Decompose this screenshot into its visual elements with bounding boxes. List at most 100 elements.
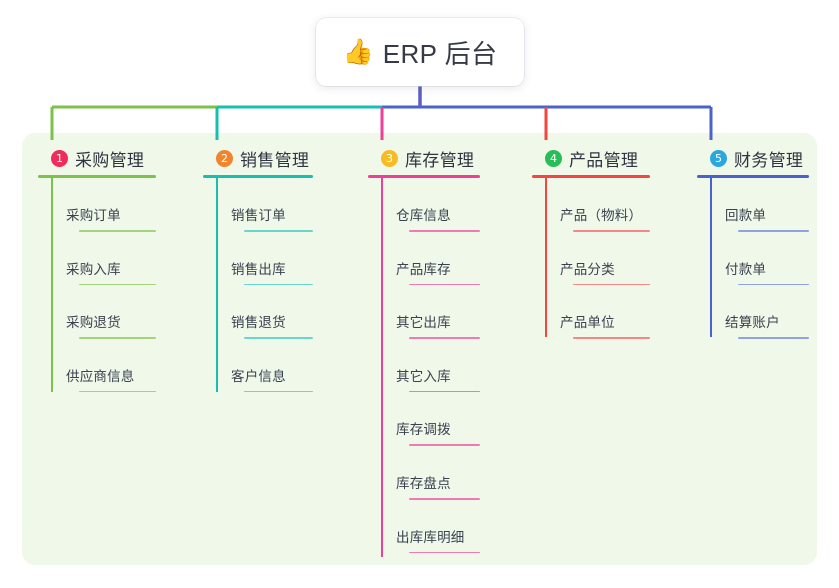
- branch-underline: [38, 175, 156, 178]
- leaf-underline: [738, 230, 809, 232]
- leaf-underline: [409, 230, 480, 232]
- branch-number-badge: 3: [381, 149, 398, 167]
- leaf-label: 采购订单: [66, 208, 121, 223]
- leaf-underline: [409, 551, 480, 554]
- branch-title-label: 采购管理: [75, 150, 145, 170]
- branch-leaf-list: 产品（物料） 产品分类产品单位: [532, 178, 650, 339]
- leaf-item[interactable]: 产品（物料）: [532, 178, 650, 232]
- leaf-item[interactable]: 仓库信息: [368, 178, 480, 232]
- branch-underline: [368, 175, 480, 178]
- leaf-item[interactable]: 库存盘点: [368, 446, 480, 500]
- branch-leaf-list: 采购订单采购入库采购退货供应商信息: [38, 178, 156, 393]
- connector-group: [50, 86, 713, 140]
- leaf-underline: [79, 230, 156, 232]
- leaf-item[interactable]: 销售订单: [203, 178, 313, 232]
- leaf-underline: [409, 283, 480, 286]
- branch-column-2[interactable]: 2 销售管理销售订单销售出库销售退货客户信息: [203, 146, 313, 393]
- leaf-item[interactable]: 供应商信息: [38, 339, 156, 393]
- leaf-label: 采购退货: [66, 315, 121, 331]
- branch-header-4[interactable]: 4 产品管理: [532, 146, 650, 170]
- leaf-item[interactable]: 库存调拨: [368, 392, 480, 446]
- branch-spine: [381, 178, 383, 557]
- leaf-item[interactable]: 采购退货: [38, 285, 156, 339]
- leaf-item[interactable]: 产品分类: [532, 232, 650, 286]
- branch-leaf-list: 回款单付款单结算账户: [697, 178, 809, 339]
- branch-column-3[interactable]: 3 库存管理仓库信息产品库存其它出库其它入库库存调拨库存盘点出库库明细: [368, 146, 480, 557]
- branch-underline: [532, 175, 650, 178]
- leaf-item[interactable]: 采购订单: [38, 178, 156, 232]
- leaf-item[interactable]: 产品库存: [368, 232, 480, 286]
- leaf-label: 销售出库: [231, 261, 286, 277]
- leaf-label: 产品库存: [396, 261, 451, 277]
- root-node-content: 👍 ERP 后台: [343, 34, 498, 71]
- branch-header-3[interactable]: 3 库存管理: [368, 146, 480, 170]
- leaf-label: 采购入库: [66, 261, 121, 277]
- branch-column-4[interactable]: 4 产品管理产品（物料） 产品分类产品单位: [532, 146, 650, 339]
- branch-header-1[interactable]: 1 采购管理: [38, 146, 156, 170]
- leaf-label: 回款单: [725, 208, 767, 223]
- leaf-item[interactable]: 采购入库: [38, 232, 156, 286]
- branch-leaf-list: 仓库信息产品库存其它出库其它入库库存调拨库存盘点出库库明细: [368, 178, 480, 557]
- branch-spine: [216, 178, 218, 392]
- leaf-underline: [409, 444, 480, 446]
- leaf-underline: [738, 337, 809, 339]
- leaf-label: 供应商信息: [66, 368, 135, 384]
- leaf-label: 出库库明细: [396, 529, 465, 545]
- leaf-item[interactable]: 付款单: [697, 232, 809, 286]
- branch-title-label: 库存管理: [405, 150, 475, 170]
- leaf-label: 其它出库: [396, 315, 451, 331]
- leaf-underline: [244, 390, 313, 393]
- branch-underline: [697, 175, 809, 178]
- leaf-underline: [244, 283, 313, 286]
- leaf-item[interactable]: 出库库明细: [368, 500, 480, 554]
- leaf-item[interactable]: 产品单位: [532, 285, 650, 339]
- leaf-label: 产品分类: [560, 261, 615, 277]
- leaf-item[interactable]: 销售出库: [203, 232, 313, 286]
- leaf-underline: [79, 390, 156, 393]
- leaf-label: 客户信息: [231, 368, 286, 384]
- leaf-item[interactable]: 客户信息: [203, 339, 313, 393]
- branch-spine: [51, 178, 53, 392]
- leaf-label: 销售退货: [231, 315, 286, 331]
- leaf-label: 结算账户: [725, 315, 780, 331]
- leaf-label: 付款单: [725, 261, 767, 277]
- root-node[interactable]: 👍 ERP 后台: [316, 18, 524, 86]
- branch-title-label: 产品管理: [569, 150, 639, 170]
- leaf-item[interactable]: 结算账户: [697, 285, 809, 339]
- branch-number-badge: 1: [51, 149, 68, 167]
- leaf-underline: [244, 230, 313, 232]
- leaf-underline: [409, 337, 480, 339]
- branch-column-1[interactable]: 1 采购管理采购订单采购入库采购退货供应商信息: [38, 146, 156, 393]
- leaf-label: 库存调拨: [396, 422, 451, 438]
- leaf-label: 仓库信息: [396, 208, 451, 223]
- branch-title-label: 财务管理: [734, 150, 804, 170]
- branch-spine: [710, 178, 712, 337]
- branch-leaf-list: 销售订单销售出库销售退货客户信息: [203, 178, 313, 393]
- leaf-underline: [573, 337, 650, 339]
- leaf-label: 产品（物料）: [560, 208, 643, 223]
- branch-number-badge: 2: [216, 149, 233, 167]
- leaf-label: 库存盘点: [396, 475, 451, 491]
- leaf-item[interactable]: 销售退货: [203, 285, 313, 339]
- root-node-label: ERP 后台: [382, 38, 498, 69]
- leaf-label: 产品单位: [560, 315, 615, 331]
- branch-title-label: 销售管理: [240, 150, 310, 170]
- leaf-item[interactable]: 其它入库: [368, 339, 480, 393]
- leaf-underline: [409, 390, 480, 393]
- leaf-underline: [409, 497, 480, 500]
- leaf-label: 销售订单: [231, 208, 286, 223]
- branch-number-badge: 4: [545, 149, 562, 167]
- branches-backdrop-panel: [22, 133, 817, 565]
- leaf-label: 其它入库: [396, 368, 451, 384]
- thumbs-up-icon: 👍: [342, 37, 374, 66]
- leaf-underline: [738, 283, 809, 286]
- leaf-item[interactable]: 其它出库: [368, 285, 480, 339]
- leaf-underline: [573, 283, 650, 286]
- leaf-underline: [244, 337, 313, 339]
- leaf-item[interactable]: 回款单: [697, 178, 809, 232]
- leaf-underline: [573, 230, 650, 232]
- branch-header-2[interactable]: 2 销售管理: [203, 146, 313, 170]
